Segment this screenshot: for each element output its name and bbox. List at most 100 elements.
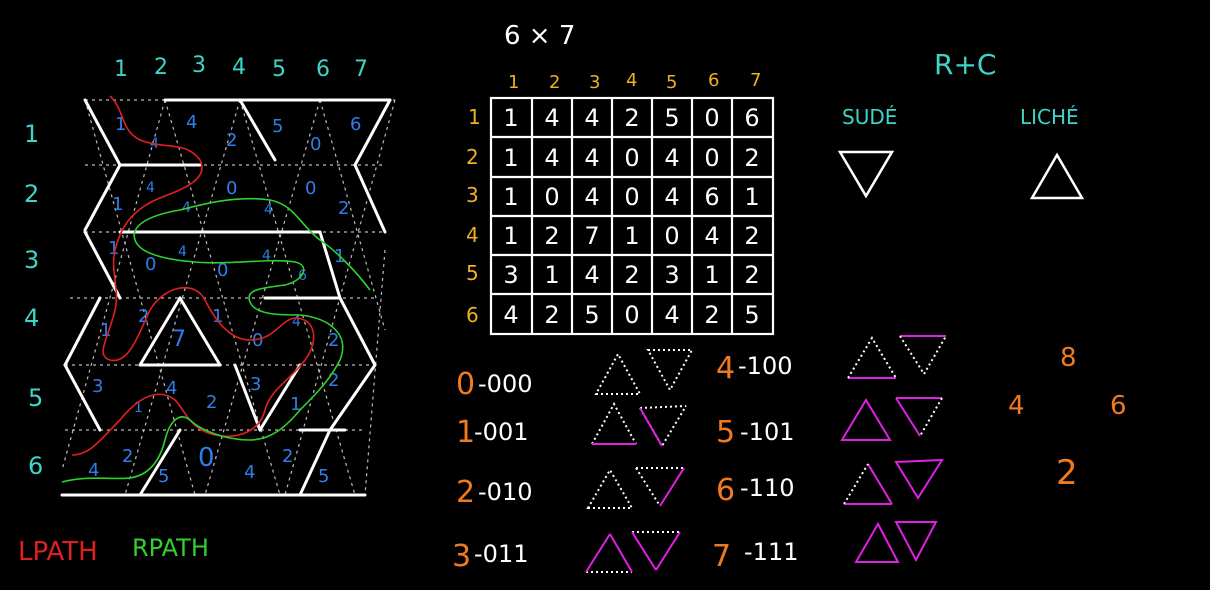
grid-col-labels: 1 2 3 4 5 6 7	[508, 70, 761, 93]
grid-title: 6 × 7	[504, 21, 575, 51]
svg-text:5: 5	[584, 301, 599, 329]
svg-text:0: 0	[704, 104, 719, 132]
svg-text:4: 4	[584, 104, 599, 132]
svg-text:3: 3	[466, 183, 479, 207]
svg-text:2: 2	[328, 370, 339, 391]
legend-digit: 2	[456, 475, 475, 510]
lpath-curve	[71, 95, 315, 456]
svg-text:4: 4	[503, 301, 518, 329]
svg-text:4: 4	[584, 144, 599, 172]
svg-text:2: 2	[544, 222, 559, 250]
legend-bits: -100	[738, 352, 792, 380]
svg-text:1: 1	[112, 194, 123, 215]
svg-text:5: 5	[272, 116, 283, 137]
svg-text:4: 4	[664, 301, 679, 329]
svg-text:7: 7	[750, 70, 761, 91]
svg-text:2: 2	[624, 261, 639, 289]
legend-bits: -010	[478, 478, 532, 506]
svg-text:2: 2	[282, 446, 293, 467]
svg-text:1: 1	[108, 238, 119, 259]
odd-label: LICHÉ	[1020, 105, 1079, 129]
svg-text:1: 1	[503, 144, 518, 172]
legend-triangles-6	[843, 458, 944, 505]
svg-text:8: 8	[1060, 343, 1077, 373]
maze-row-label: 3	[24, 246, 39, 274]
svg-text:0: 0	[305, 178, 316, 199]
svg-text:2: 2	[744, 144, 759, 172]
svg-text:1: 1	[508, 72, 519, 93]
legend-digit: 1	[456, 415, 475, 450]
corner-numbers: 8 4 6 2	[1008, 343, 1127, 493]
svg-text:0: 0	[624, 144, 639, 172]
svg-text:4: 4	[704, 222, 719, 250]
svg-text:4: 4	[466, 223, 479, 247]
svg-text:0: 0	[252, 330, 263, 351]
svg-text:2: 2	[624, 104, 639, 132]
svg-text:6: 6	[466, 303, 479, 327]
svg-text:1: 1	[704, 261, 719, 289]
svg-text:3: 3	[664, 261, 679, 289]
legend-digit: 6	[716, 473, 735, 508]
svg-text:6: 6	[704, 183, 719, 211]
svg-text:6: 6	[1110, 391, 1127, 421]
svg-text:1: 1	[212, 306, 223, 327]
svg-text:4: 4	[88, 460, 99, 481]
svg-text:5: 5	[744, 301, 759, 329]
svg-text:6: 6	[744, 104, 759, 132]
legend-digit: 3	[452, 539, 471, 574]
svg-text:1: 1	[134, 400, 143, 416]
rc-label: R+C	[934, 48, 996, 81]
legend-digit: 0	[456, 367, 475, 402]
maze-col-label: 2	[154, 55, 168, 80]
maze-col-label: 5	[272, 57, 286, 82]
svg-text:0: 0	[310, 134, 321, 155]
svg-text:4: 4	[292, 314, 301, 330]
legend-bits: -101	[740, 418, 794, 446]
down-triangle-icon	[837, 150, 895, 199]
rpath-curve	[61, 197, 371, 483]
even-label: SUDÉ	[842, 105, 897, 129]
legend-bits: -000	[478, 370, 532, 398]
svg-text:1: 1	[115, 114, 126, 135]
svg-text:0: 0	[704, 144, 719, 172]
svg-text:0: 0	[145, 254, 156, 275]
svg-text:1: 1	[503, 183, 518, 211]
legend-bits: -111	[744, 538, 798, 566]
svg-text:6: 6	[708, 70, 719, 91]
svg-text:1: 1	[544, 261, 559, 289]
svg-text:2: 2	[122, 446, 133, 467]
legend-bits: -001	[474, 418, 528, 446]
svg-text:2: 2	[744, 222, 759, 250]
maze-col-label: 3	[192, 53, 206, 78]
svg-text:4: 4	[146, 180, 155, 196]
svg-text:1: 1	[100, 320, 111, 341]
legend-bits: -110	[740, 474, 794, 502]
legend-triangles-7	[854, 521, 938, 563]
svg-text:1: 1	[503, 222, 518, 250]
legend-digit: 7	[712, 539, 731, 574]
svg-text:1: 1	[744, 183, 759, 211]
svg-text:2: 2	[206, 392, 217, 413]
svg-text:4: 4	[186, 112, 197, 133]
svg-text:4: 4	[544, 104, 559, 132]
maze-row-label: 1	[24, 120, 39, 148]
bit-legend: 0 -000 1 -001 2 -010 3 -011 4 -100 5 -10…	[452, 335, 947, 574]
maze-col-label: 1	[114, 57, 128, 82]
svg-text:4: 4	[584, 261, 599, 289]
maze-col-label: 4	[232, 55, 246, 80]
maze-numbers: 1 4 4 2 5 0 6 1 4 4 0 4 0 2 1 0 4 0 4 6 …	[88, 112, 361, 487]
svg-text:0: 0	[217, 260, 228, 281]
legend-triangles-5	[840, 397, 943, 441]
svg-text:2: 2	[138, 306, 149, 327]
svg-text:0: 0	[664, 222, 679, 250]
svg-text:7: 7	[584, 222, 599, 250]
grid-lines	[489, 96, 775, 336]
svg-text:6: 6	[350, 114, 361, 135]
legend-triangles-4	[847, 335, 947, 379]
svg-text:4: 4	[244, 462, 255, 483]
svg-text:5: 5	[666, 72, 677, 93]
svg-text:5: 5	[664, 104, 679, 132]
svg-text:1: 1	[624, 222, 639, 250]
svg-text:4: 4	[626, 70, 637, 91]
parity-key: R+C SUDÉ LICHÉ	[837, 48, 1085, 200]
